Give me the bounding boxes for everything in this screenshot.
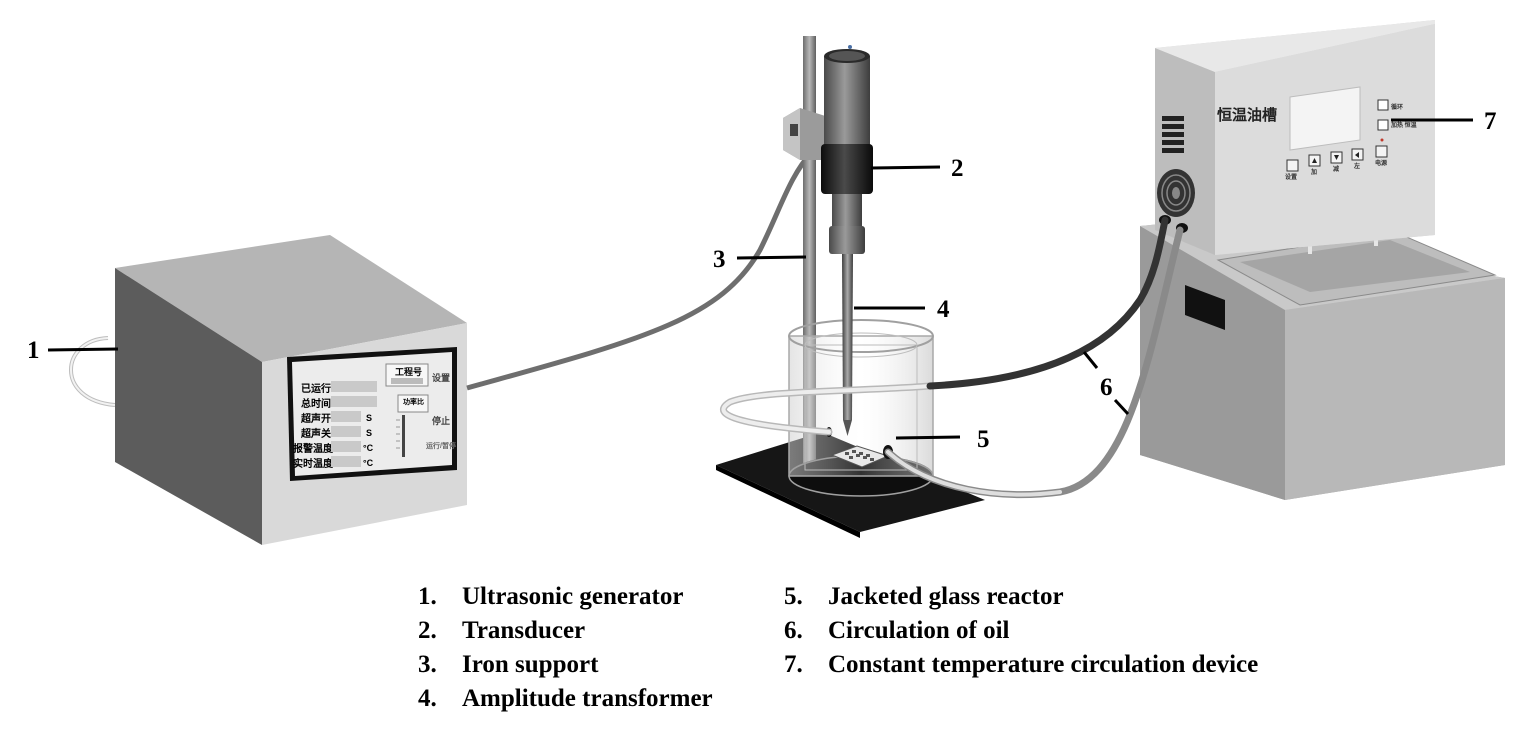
legend-num: 1. [418, 583, 437, 610]
legend-text: Transducer [462, 617, 586, 644]
callout-2: 2 [951, 155, 964, 182]
callout-numbers: 1 2 3 4 5 6 7 [27, 108, 1497, 453]
stop-label: 停止 [432, 415, 450, 426]
legend-item: 5. Jacketed glass reactor [784, 580, 1258, 614]
ultrasonic-generator [69, 235, 467, 545]
panel-unit: S [366, 428, 372, 438]
oil-bath-title: 恒温油槽 [1217, 106, 1277, 124]
generator-cable [466, 150, 814, 391]
oil-bath-button-label: 电源 [1375, 159, 1387, 167]
legend-num: 3. [418, 651, 437, 678]
panel-row-label: 已运行 [301, 382, 331, 395]
legend-item: 3. Iron support [418, 648, 713, 682]
legend-item: 2. Transducer [418, 614, 713, 648]
panel-unit: °C [363, 458, 374, 468]
legend-num: 6. [784, 617, 803, 644]
legend-text: Constant temperature circulation device [828, 651, 1259, 678]
legend-num: 7. [784, 651, 803, 678]
callout-3: 3 [713, 246, 726, 273]
callout-6: 6 [1100, 374, 1113, 401]
panel-unit: °C [363, 443, 374, 453]
oil-bath-side-label: 循环 [1391, 103, 1403, 111]
legend-text: Jacketed glass reactor [828, 583, 1064, 610]
panel-row-label: 报警温度 [293, 442, 334, 455]
transducer [821, 45, 873, 254]
power-label: 功率比 [403, 397, 424, 406]
legend-item: 7. Constant temperature circulation devic… [784, 648, 1258, 682]
oil-circulation-hoses [719, 216, 1184, 499]
callout-1: 1 [27, 337, 40, 364]
oil-bath-labels: 恒温油槽 循环 加热 恒温 设置 加 减 左 电源 [1217, 103, 1417, 181]
oil-bath-side-label: 加热 恒温 [1390, 121, 1417, 129]
legend-item: 6. Circulation of oil [784, 614, 1258, 648]
callout-7: 7 [1484, 108, 1497, 135]
run-pause-label: 运行/暂停 [426, 441, 456, 450]
constant-temperature-device [1140, 20, 1505, 500]
legend-text: Circulation of oil [828, 617, 1010, 644]
legend-text: Ultrasonic generator [462, 583, 684, 610]
legend-right: 5. Jacketed glass reactor 6. Circulation o… [784, 580, 1258, 682]
legend-item: 4. Amplitude transformer [418, 682, 713, 716]
generator-control-panel: 已运行 总时间 超声开 超声关 报警温度 实时温度 S S °C °C 工程号 … [293, 363, 456, 470]
oil-bath-button-label: 设置 [1285, 173, 1297, 181]
legend-num: 5. [784, 583, 803, 610]
callout-5: 5 [977, 426, 990, 453]
oil-bath-button-label: 左 [1353, 162, 1360, 170]
panel-row-label: 超声关 [300, 427, 331, 440]
legend-num: 4. [418, 685, 437, 712]
project-label: 工程号 [395, 366, 422, 377]
legend-num: 2. [418, 617, 437, 644]
legend-text: Iron support [462, 651, 599, 678]
set-label: 设置 [432, 372, 450, 383]
panel-unit: S [366, 413, 372, 423]
jacketed-glass-reactor [788, 319, 934, 497]
oil-bath-button-label: 减 [1333, 165, 1339, 173]
panel-row-label: 实时温度 [293, 457, 334, 470]
callout-lines [47, 118, 1473, 440]
legend-item: 1. Ultrasonic generator [418, 580, 713, 614]
oil-bath-button-label: 加 [1310, 168, 1317, 176]
legend-text: Amplitude transformer [462, 685, 713, 712]
legend-left: 1. Ultrasonic generator 2. Transducer 3. Ir… [418, 580, 713, 716]
amplitude-transformer-probe [842, 254, 853, 436]
callout-4: 4 [937, 296, 950, 323]
panel-row-label: 总时间 [301, 397, 331, 410]
panel-row-label: 超声开 [300, 412, 331, 425]
